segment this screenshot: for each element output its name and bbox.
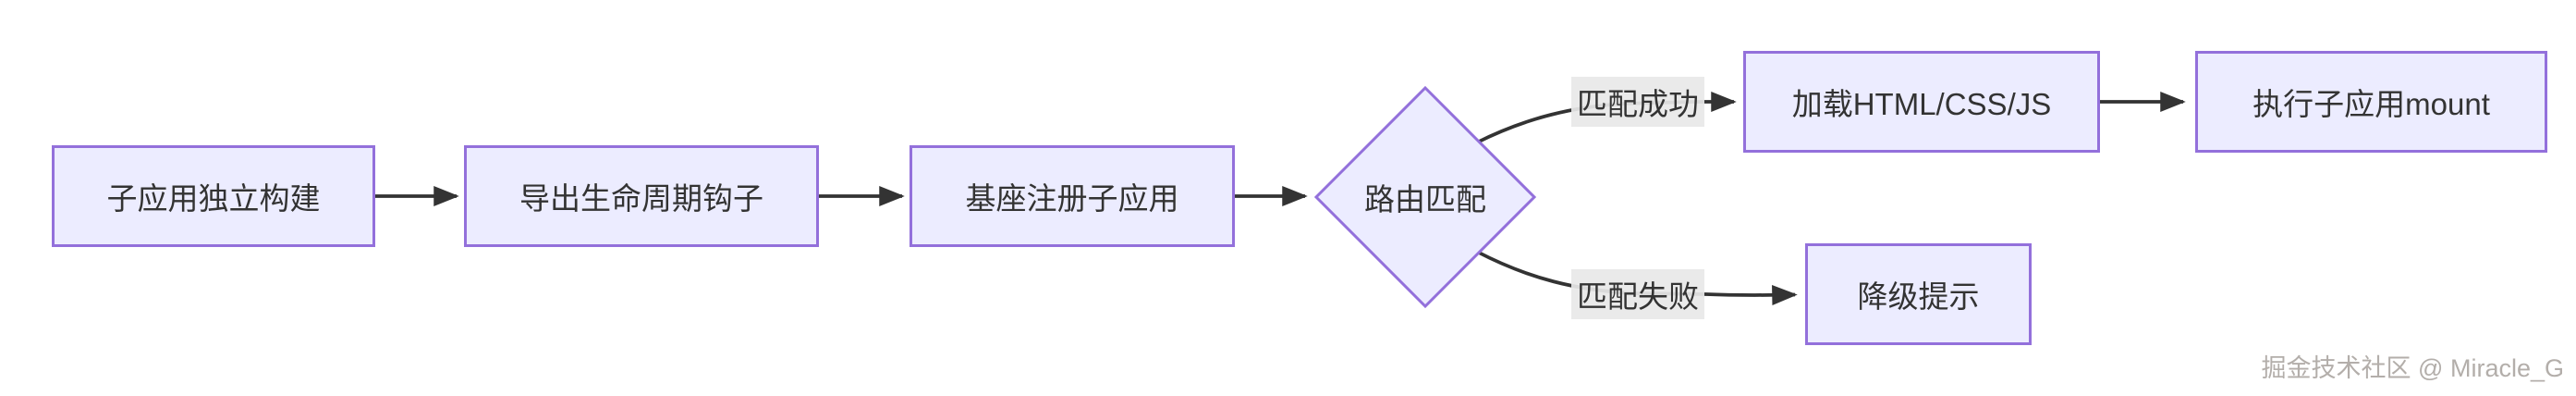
- node-subapp-build-label: 子应用独立构建: [106, 181, 321, 216]
- node-base-register-subapp: 基座注册子应用: [910, 145, 1235, 247]
- node-base-register-subapp-label: 基座注册子应用: [965, 181, 1179, 216]
- node-route-match-label: 路由匹配: [1364, 182, 1486, 217]
- edge-label-match-success: 匹配成功: [1571, 77, 1704, 127]
- decision-diamond-shape: [1313, 85, 1537, 309]
- node-subapp-build: 子应用独立构建: [52, 145, 375, 247]
- node-fallback-hint-label: 降级提示: [1857, 279, 1980, 314]
- node-fallback-hint: 降级提示: [1805, 243, 2032, 345]
- juejin-watermark: 掘金技术社区 @ Miracle_G: [2261, 354, 2564, 382]
- node-export-lifecycle-hooks: 导出生命周期钩子: [464, 145, 819, 247]
- node-export-lifecycle-hooks-label: 导出生命周期钩子: [519, 181, 763, 216]
- edge-label-match-fail: 匹配失败: [1571, 269, 1704, 319]
- node-exec-subapp-mount-label: 执行子应用mount: [2252, 87, 2490, 121]
- node-exec-subapp-mount: 执行子应用mount: [2195, 51, 2547, 153]
- node-load-html-css-js: 加载HTML/CSS/JS: [1743, 51, 2100, 153]
- node-load-html-css-js-label: 加载HTML/CSS/JS: [1791, 87, 2052, 121]
- node-route-match: 路由匹配: [1333, 176, 1518, 218]
